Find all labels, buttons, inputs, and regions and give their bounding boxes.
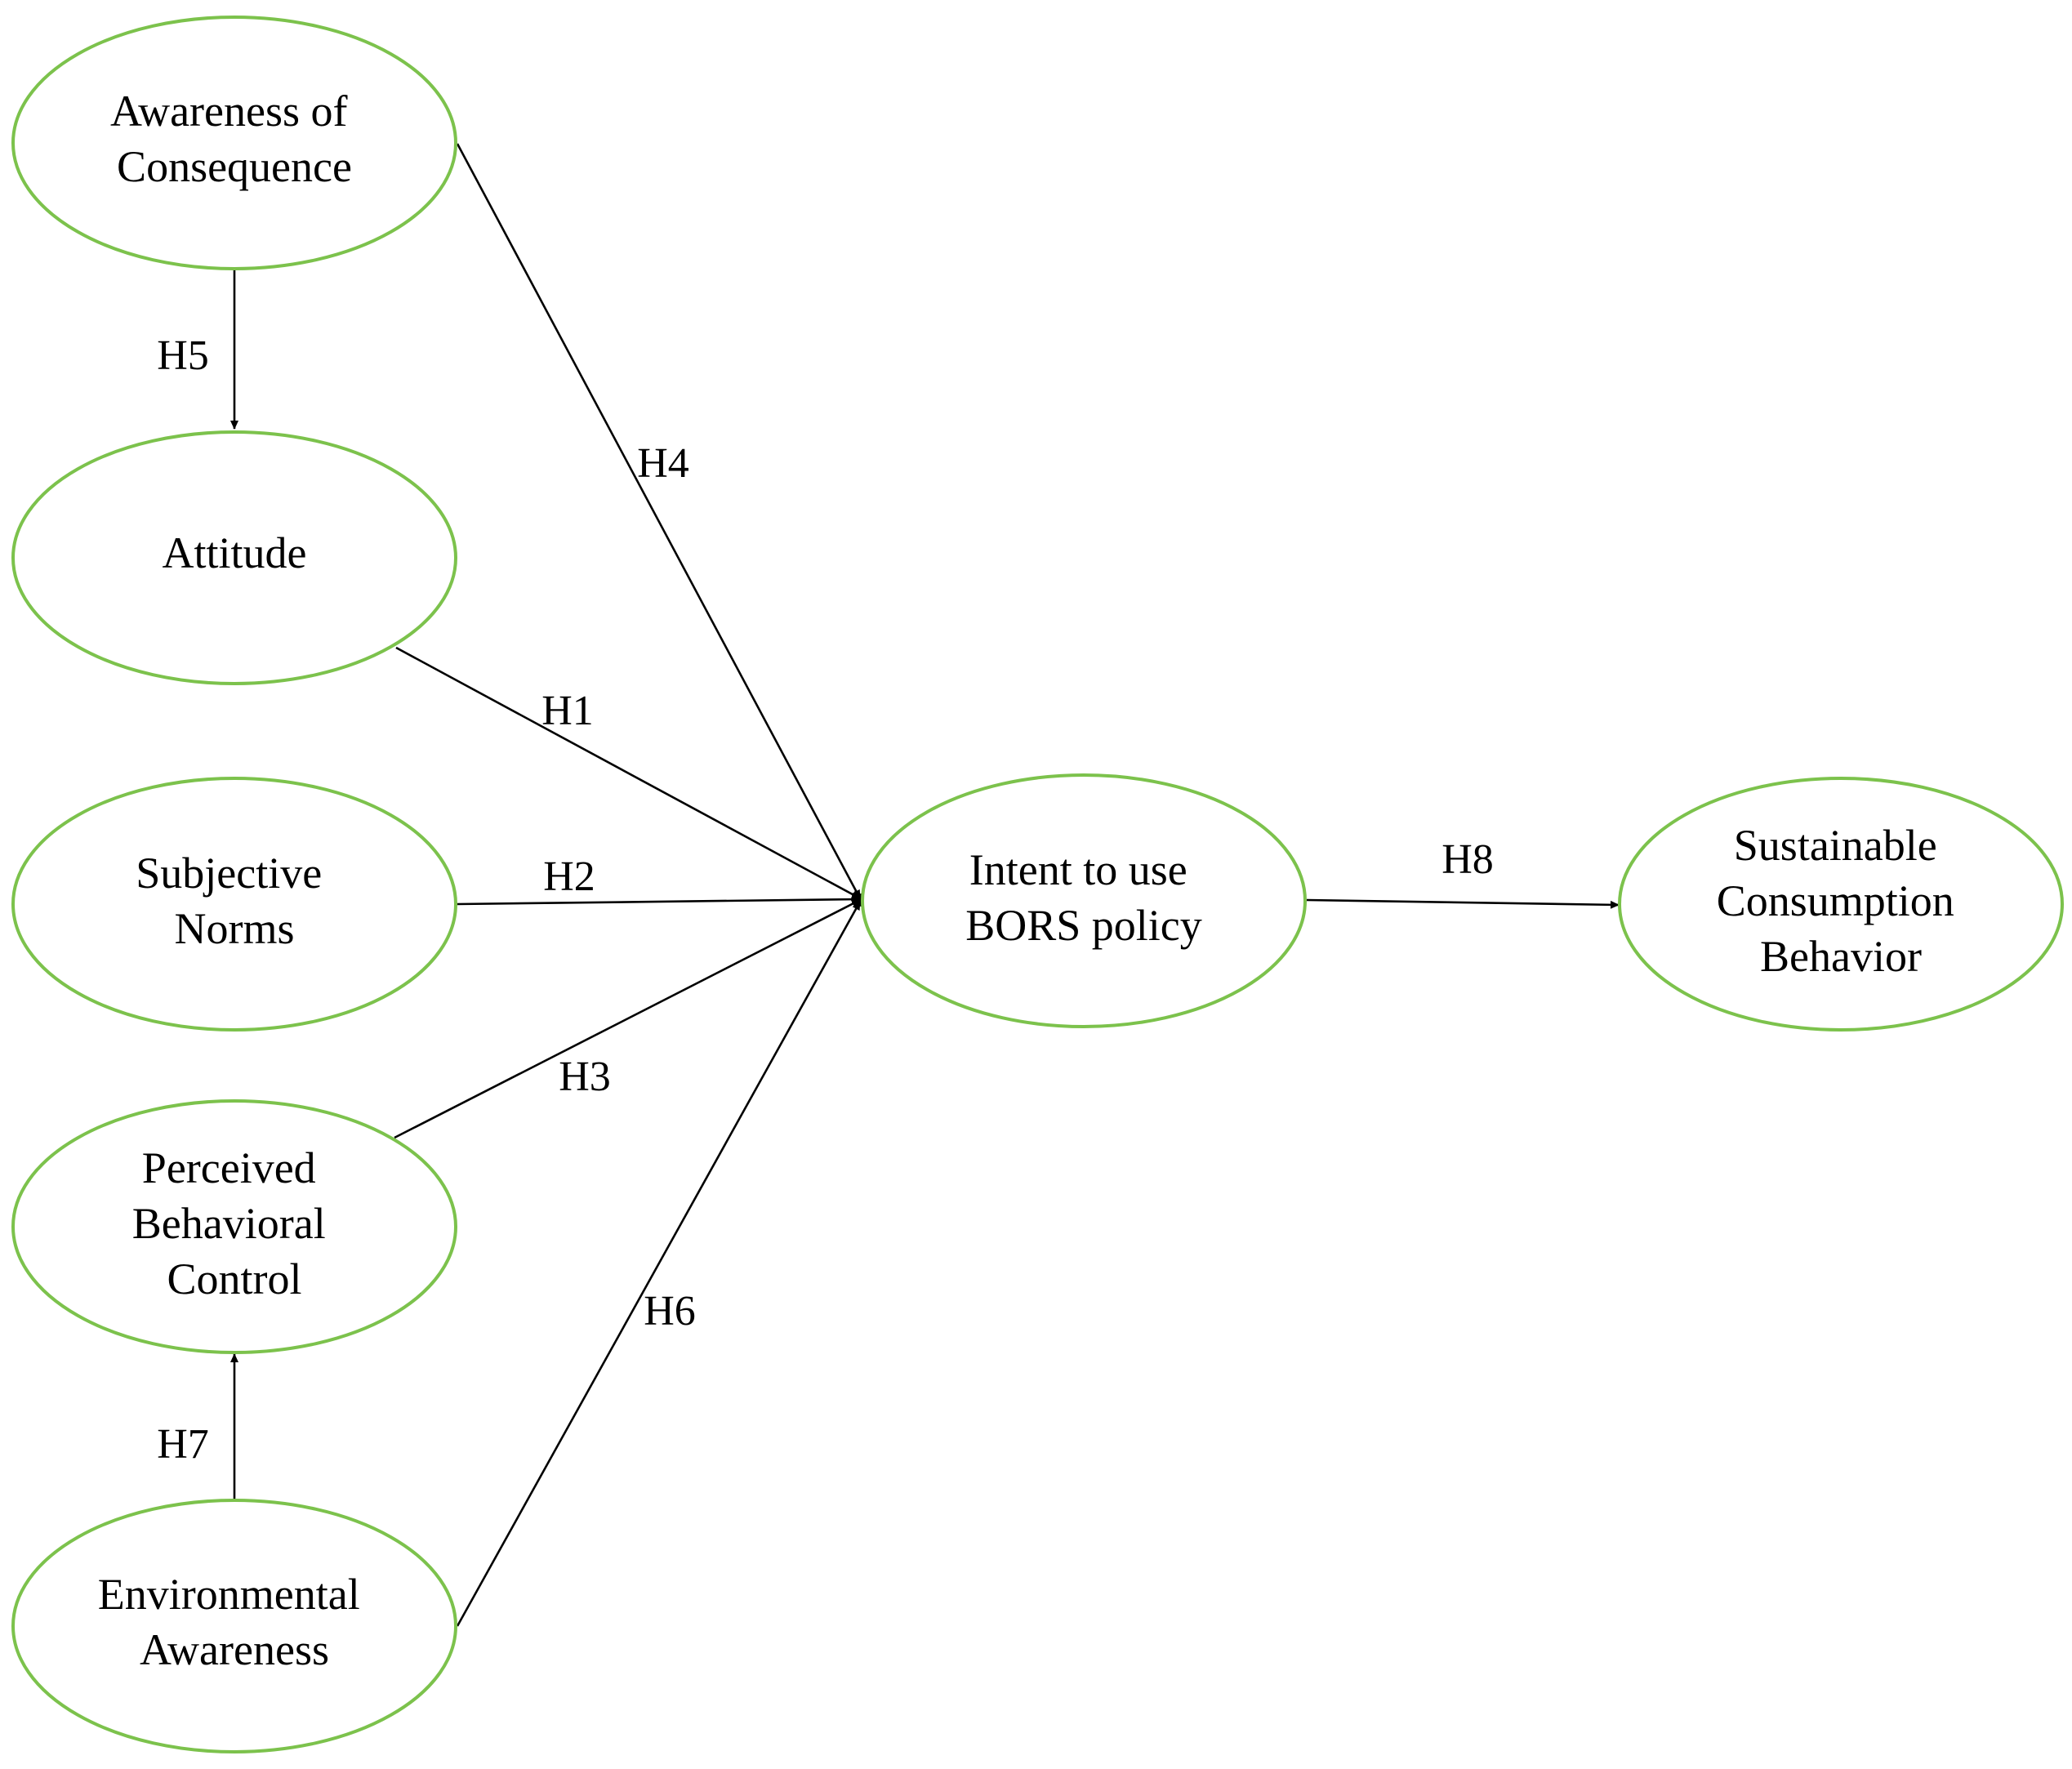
node-intent-to-use-label: Intent to use BORS policy <box>965 845 1202 950</box>
edge-labels: H4 H1 H2 H3 H6 H5 H7 H8 <box>157 332 1494 1468</box>
edge-label-h3: H3 <box>559 1054 611 1100</box>
node-perceived-behavioral-control-label: Perceived Behavioral Control <box>132 1143 336 1303</box>
node-perceived-behavioral-control: Perceived Behavioral Control <box>11 1099 457 1354</box>
node-attitude-label: Attitude <box>163 528 307 577</box>
edge-label-h1: H1 <box>541 688 594 734</box>
edge-label-h6: H6 <box>644 1288 696 1335</box>
edges <box>230 143 1620 1627</box>
node-intent-to-use: Intent to use BORS policy <box>861 773 1307 1028</box>
edge-h1 <box>395 646 861 900</box>
node-environmental-awareness: Environmental Awareness <box>11 1499 457 1753</box>
node-sustainable-consumption-shape <box>1618 777 2064 1032</box>
node-attitude: Attitude <box>11 430 457 685</box>
edge-h2 <box>457 895 861 906</box>
node-subjective-norms-shape <box>11 777 457 1032</box>
edge-h3 <box>394 898 861 1139</box>
node-perceived-behavioral-control-shape <box>11 1099 457 1354</box>
node-sustainable-consumption: Sustainable Consumption Behavior <box>1618 777 2064 1032</box>
edge-label-h5: H5 <box>157 332 209 379</box>
edge-h6 <box>456 901 862 1627</box>
node-sustainable-consumption-label: Sustainable Consumption Behavior <box>1717 821 1966 981</box>
edge-h4 <box>456 143 862 899</box>
node-awareness-of-consequence: Awareness of Consequence <box>11 16 457 270</box>
node-environmental-awareness-label: Environmental Awareness <box>98 1570 371 1674</box>
node-subjective-norms-label: Subjective Norms <box>136 849 332 953</box>
edge-h8 <box>1306 898 1620 909</box>
edge-label-h2: H2 <box>543 853 595 900</box>
node-intent-to-use-shape <box>861 773 1307 1028</box>
node-environmental-awareness-shape <box>11 1499 457 1753</box>
node-awareness-of-consequence-label: Awareness of Consequence <box>110 87 359 191</box>
edge-label-h8: H8 <box>1441 836 1494 883</box>
edge-label-h4: H4 <box>637 440 689 487</box>
node-subjective-norms: Subjective Norms <box>11 777 457 1032</box>
node-attitude-shape <box>11 430 457 685</box>
node-awareness-of-consequence-shape <box>11 16 457 270</box>
edge-label-h7: H7 <box>157 1421 209 1468</box>
